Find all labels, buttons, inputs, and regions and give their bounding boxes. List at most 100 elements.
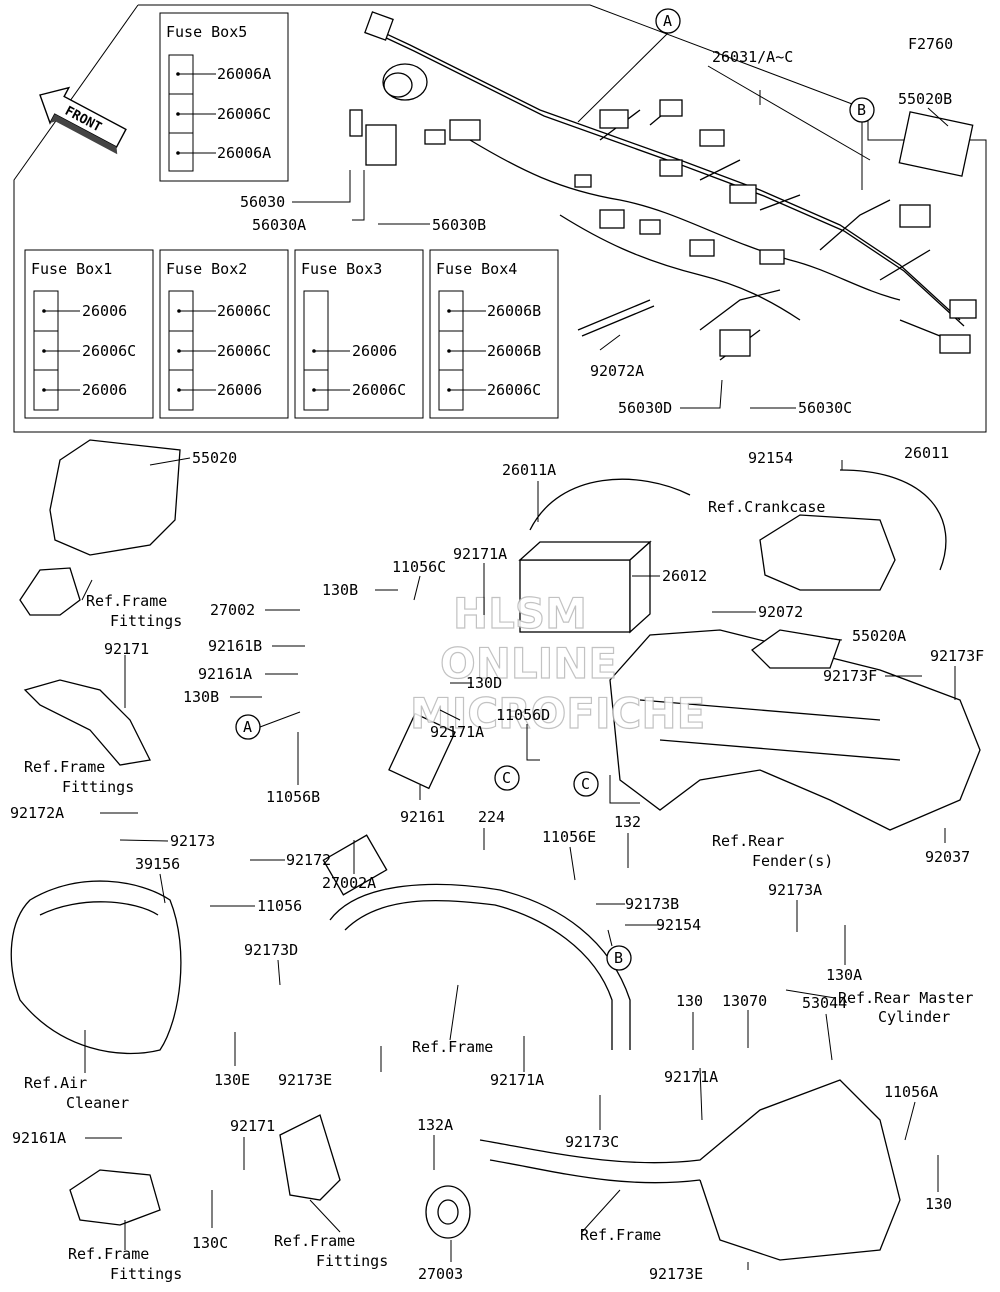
part-label: 92172A — [10, 804, 64, 822]
svg-text:B: B — [857, 101, 866, 119]
watermark: HLSM ONLINE MICROFICHE — [409, 588, 705, 738]
part-label: 92154 — [656, 916, 701, 934]
fuse-label: 26006C — [82, 342, 136, 360]
watermark-line: ONLINE — [440, 639, 617, 688]
harness-frame — [13, 4, 987, 433]
fuse-label: 26006C — [352, 381, 406, 399]
part-labels: 26031/A~C 55020B 56030 56030A 56030B 920… — [10, 48, 984, 1283]
part-label: 92171A — [664, 1068, 718, 1086]
part-label: 92171 — [230, 1117, 275, 1135]
part-label: 92171A — [490, 1071, 544, 1089]
part-label: 92171A — [430, 723, 484, 741]
svg-text:C: C — [581, 775, 590, 793]
fuse-box-5: Fuse Box5 26006A 26006C 26006A — [159, 12, 289, 182]
fuse-box-title: Fuse Box5 — [166, 23, 247, 41]
part-label: 56030B — [432, 216, 486, 234]
part-label: 130E — [214, 1071, 250, 1089]
part-label: 130 — [676, 992, 703, 1010]
part-label: 130B — [183, 688, 219, 706]
ref-label: Ref.Frame — [274, 1232, 355, 1250]
part-label: 92173F — [823, 667, 877, 685]
fuse-label: 26006 — [217, 381, 262, 399]
part-label: 92171 — [104, 640, 149, 658]
callout-c-left: C — [494, 765, 520, 791]
fuse-label: 26006A — [217, 65, 271, 83]
ref-label: Fittings — [110, 1265, 182, 1283]
fuse-label: 26006C — [217, 105, 271, 123]
fuse-box-title: Fuse Box3 — [301, 260, 382, 278]
main-harness-drawing — [349, 11, 977, 361]
part-label: 130D — [466, 674, 502, 692]
figure-code: F2760 — [908, 35, 953, 53]
lower-assembly-drawing — [10, 439, 981, 1261]
part-label: 92173 — [170, 832, 215, 850]
part-label: 92072 — [758, 603, 803, 621]
ref-label: Fender(s) — [752, 852, 833, 870]
svg-text:C: C — [502, 769, 511, 787]
part-label: 13070 — [722, 992, 767, 1010]
svg-text:B: B — [614, 949, 623, 967]
part-label: 92173E — [278, 1071, 332, 1089]
fuse-label: 26006 — [82, 302, 127, 320]
part-label: 130B — [322, 581, 358, 599]
part-label: 92072A — [590, 362, 644, 380]
ref-label: Fittings — [110, 612, 182, 630]
callout-a-mid: A — [235, 711, 301, 740]
part-label: 92172 — [286, 851, 331, 869]
part-label: 92161A — [198, 665, 252, 683]
ref-label: Ref.Frame — [580, 1226, 661, 1244]
ref-label: Fittings — [62, 778, 134, 796]
part-label: 130 — [925, 1195, 952, 1213]
front-arrow: FRONT — [39, 86, 127, 155]
watermark-line: HLSM — [453, 589, 587, 638]
part-label: 11056C — [392, 558, 446, 576]
part-label: 92161 — [400, 808, 445, 826]
part-label: 92173A — [768, 881, 822, 899]
part-label: 27002 — [210, 601, 255, 619]
ref-label: Ref.Rear Master — [838, 989, 973, 1007]
part-label: 56030 — [240, 193, 285, 211]
part-label: 92173D — [244, 941, 298, 959]
fuse-box-4: Fuse Box4 26006B 26006B 26006C — [429, 249, 559, 419]
reference-labels: Ref.Frame Fittings Ref.Frame Fittings Re… — [24, 498, 973, 1283]
part-label: 132A — [417, 1116, 453, 1134]
fuse-label: 26006B — [487, 342, 541, 360]
part-label: 92173F — [930, 647, 984, 665]
part-label: 55020A — [852, 627, 906, 645]
part-label: 39156 — [135, 855, 180, 873]
ref-label: Ref.Frame — [24, 758, 105, 776]
part-label: 130A — [826, 966, 862, 984]
ref-label: Cleaner — [66, 1094, 129, 1112]
ref-label: Ref.Frame — [86, 592, 167, 610]
part-label: 92161A — [12, 1129, 66, 1147]
fuse-label: 26006C — [487, 381, 541, 399]
fuse-label: 26006A — [217, 144, 271, 162]
part-label: 11056E — [542, 828, 596, 846]
fuse-box-title: Fuse Box1 — [31, 260, 112, 278]
leader-lines — [81, 65, 956, 1270]
part-label: 92173C — [565, 1133, 619, 1151]
part-label: 56030A — [252, 216, 306, 234]
callout-b-bottom: B — [606, 929, 632, 971]
part-label: 56030D — [618, 399, 672, 417]
ref-label: Ref.Frame — [412, 1038, 493, 1056]
fuse-box-title: Fuse Box4 — [436, 260, 517, 278]
fuse-label: 26006C — [217, 302, 271, 320]
part-label: 92171A — [453, 545, 507, 563]
ref-label: Ref.Air — [24, 1074, 87, 1092]
svg-text:A: A — [243, 718, 252, 736]
ref-label: Ref.Rear — [712, 832, 784, 850]
ref-label: Fittings — [316, 1252, 388, 1270]
part-label: 26031/A~C — [712, 48, 793, 66]
part-label: 55020 — [192, 449, 237, 467]
fuse-box-title: Fuse Box2 — [166, 260, 247, 278]
part-label: 11056D — [496, 706, 550, 724]
svg-text:A: A — [663, 12, 672, 30]
fuse-box-1: Fuse Box1 26006 26006C 26006 — [24, 249, 154, 419]
part-label: 11056 — [257, 897, 302, 915]
part-label: 11056A — [884, 1083, 938, 1101]
part-label: 27003 — [418, 1265, 463, 1283]
ref-label: Cylinder — [878, 1008, 950, 1026]
callout-a-top: A — [577, 8, 681, 123]
